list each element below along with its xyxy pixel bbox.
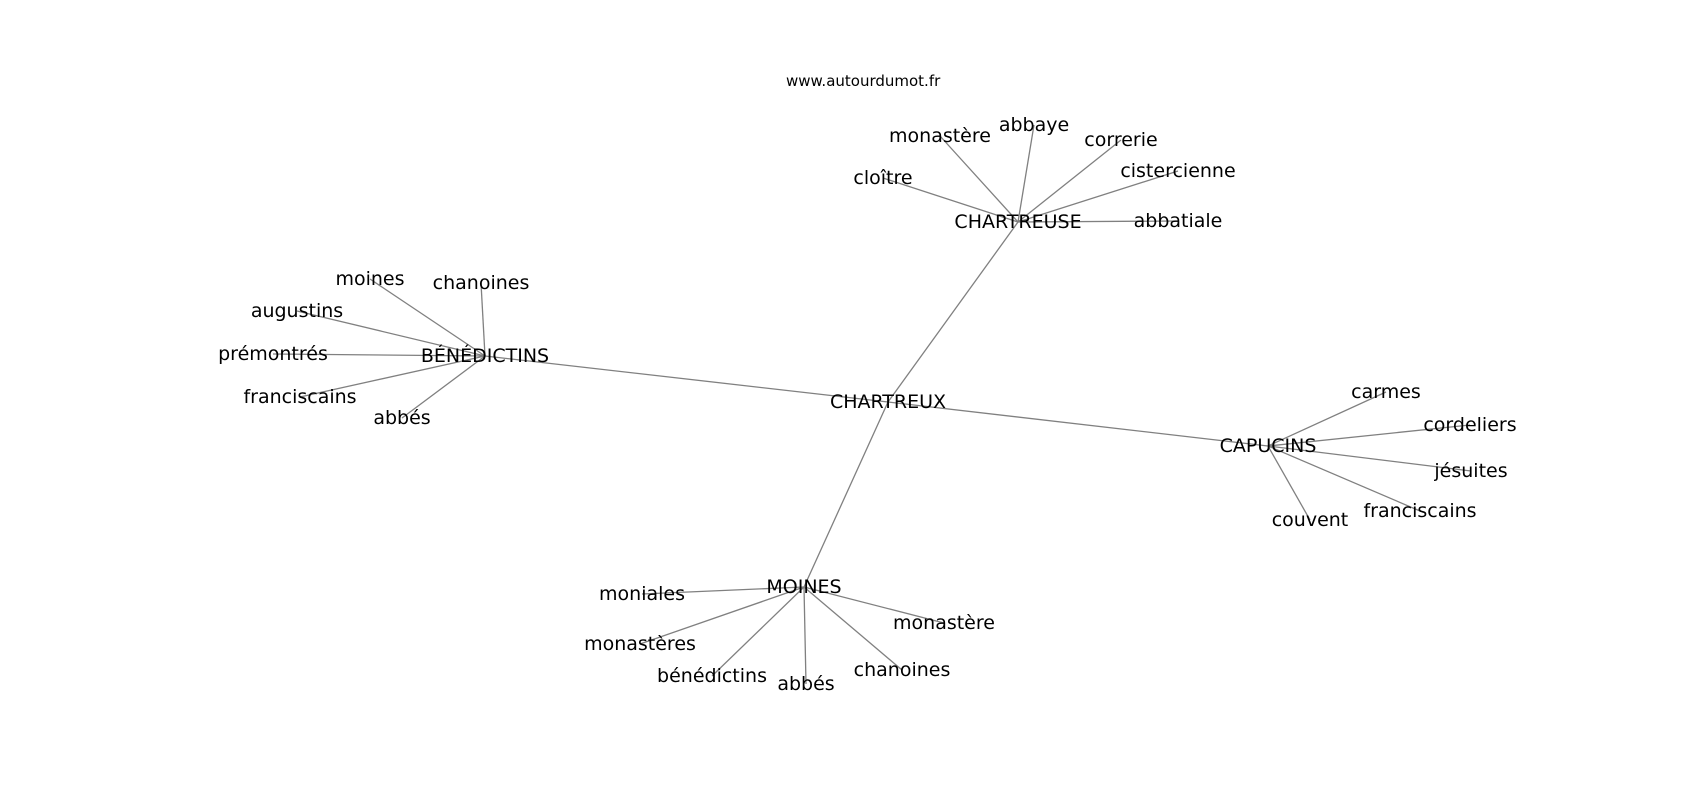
edge-center-to-hub <box>803 401 889 588</box>
word-node: monastères <box>584 633 696 655</box>
edge-hub-to-word <box>803 586 807 685</box>
edge-hub-to-word <box>480 282 486 357</box>
word-node: chanoines <box>854 659 951 681</box>
edge-hub-to-word <box>369 278 486 357</box>
edge-hub-to-word <box>272 353 486 357</box>
word-node: bénédictins <box>657 665 767 687</box>
word-node: franciscains <box>1363 500 1476 522</box>
edge-hub-to-word <box>882 177 1019 223</box>
word-node: jésuites <box>1433 460 1507 482</box>
word-node: abbés <box>777 673 834 695</box>
word-node: prémontrés <box>218 343 328 365</box>
hub-node: MOINES <box>766 576 841 598</box>
edge-hub-to-word <box>1017 124 1035 223</box>
edge-hub-to-word <box>711 586 805 677</box>
edge-center-to-hub <box>887 221 1019 403</box>
edge-hub-to-word <box>296 310 486 357</box>
edge-hub-to-word <box>1017 170 1179 223</box>
edge-hub-to-word <box>401 355 486 419</box>
edge-hub-to-word <box>1267 445 1311 521</box>
word-node: carmes <box>1351 381 1421 403</box>
edge-hub-to-word <box>803 586 903 671</box>
word-node: abbaye <box>999 114 1069 136</box>
word-node: cordeliers <box>1423 414 1516 436</box>
edge-hub-to-word <box>1267 424 1471 447</box>
edge-hub-to-word <box>803 586 945 624</box>
word-node: moines <box>335 268 404 290</box>
word-node: franciscains <box>243 386 356 408</box>
edge-hub-to-word <box>939 135 1019 223</box>
word-node: monastère <box>889 125 991 147</box>
hub-node: CHARTREUSE <box>954 211 1081 233</box>
source-label: www.autourdumot.fr <box>786 72 941 90</box>
edge-hub-to-word <box>639 586 805 645</box>
edge-hub-to-word <box>641 586 805 595</box>
word-node: correrie <box>1084 129 1157 151</box>
edge-hub-to-word <box>1267 391 1387 447</box>
word-node: abbés <box>373 407 430 429</box>
word-node: moniales <box>599 583 685 605</box>
edge-center-to-hub <box>887 401 1269 447</box>
word-node: monastère <box>893 612 995 634</box>
edge-center-to-hub <box>484 355 889 403</box>
word-node: cloître <box>853 167 912 189</box>
edge-hub-to-word <box>1267 445 1472 472</box>
word-node: augustins <box>251 300 343 322</box>
hub-node: CAPUCINS <box>1220 435 1317 457</box>
word-node: couvent <box>1272 509 1349 531</box>
center-node: CHARTREUX <box>830 391 946 413</box>
edge-hub-to-word <box>1267 445 1421 512</box>
word-node: cistercienne <box>1120 160 1235 182</box>
edge-hub-to-word <box>299 355 486 398</box>
word-node: chanoines <box>433 272 530 294</box>
word-node: abbatiale <box>1134 210 1223 232</box>
edge-hub-to-word <box>1017 220 1179 223</box>
hub-node: BÉNÉDICTINS <box>421 344 549 367</box>
edge-hub-to-word <box>1017 139 1122 223</box>
